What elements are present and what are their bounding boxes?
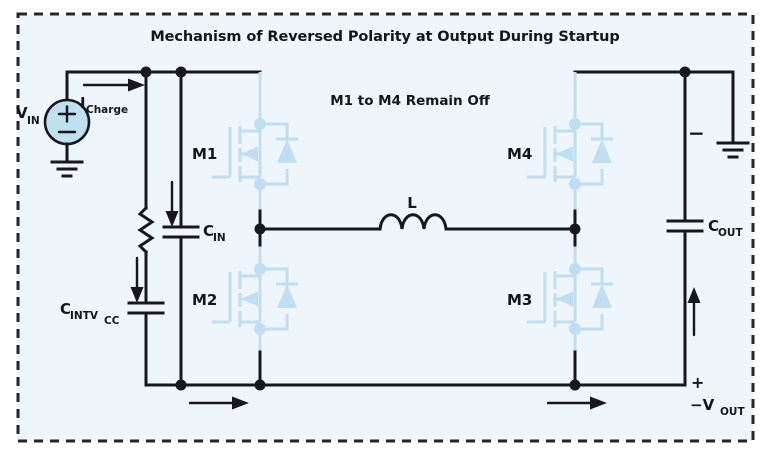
- mosfet-m3: [527, 245, 613, 352]
- label-vout: −V OUT: [690, 396, 745, 418]
- mosfet-m2-label: M2: [192, 291, 217, 309]
- junction-dot-switchnode-right: [569, 223, 581, 235]
- cintvcc-sublabel-2: CC: [104, 315, 120, 327]
- wire-output-to-ground: [683, 70, 735, 145]
- mosfet-m3-label: M3: [507, 291, 532, 309]
- figure-title: Mechanism of Reversed Polarity at Output…: [150, 29, 619, 45]
- figure-border: [16, 12, 755, 443]
- label-icharge: I Charge: [80, 94, 128, 116]
- voltage-source-vin: [43, 98, 91, 164]
- vin-sublabel: IN: [27, 115, 40, 127]
- label-cout: C OUT: [708, 217, 743, 239]
- vout-label: −V: [690, 396, 715, 414]
- label-cin: C IN: [203, 222, 226, 244]
- output-minus-sign: −: [688, 121, 705, 145]
- cin-sublabel: IN: [213, 232, 226, 244]
- junction-dot-bottom-cin: [175, 379, 187, 391]
- output-plus-sign: +: [691, 373, 704, 392]
- ground-output: [716, 141, 750, 159]
- mosfet-m4: [527, 72, 613, 211]
- label-vin: V IN: [16, 104, 40, 127]
- mosfet-m1-label: M1: [192, 145, 217, 163]
- label-cintvcc: C INTV CC: [60, 300, 120, 327]
- icharge-label: I: [80, 94, 86, 112]
- mosfet-m4-label: M4: [507, 145, 532, 163]
- vout-sublabel: OUT: [720, 406, 745, 418]
- inductor-l: [378, 213, 457, 231]
- cout-label: C: [708, 217, 719, 235]
- icharge-sublabel: Charge: [86, 104, 128, 116]
- mosfet-m2: [212, 245, 298, 352]
- vin-label: V: [16, 104, 28, 122]
- ground-input: [50, 160, 84, 178]
- mosfet-m1: [212, 72, 298, 211]
- arrow-output-up: [687, 287, 701, 337]
- cintvcc-label: C: [60, 300, 71, 318]
- arrow-bottom-right: [546, 396, 607, 410]
- arrow-cin-down: [165, 180, 179, 227]
- cout-sublabel: OUT: [718, 227, 743, 239]
- junction-dot-switchnode-left: [254, 223, 266, 235]
- cin-label: C: [203, 222, 214, 240]
- cintvcc-sublabel-1: INTV: [70, 310, 99, 322]
- arrow-bottom-left: [188, 396, 249, 410]
- arrow-cintvcc-down: [130, 256, 144, 303]
- figure-subtitle: M1 to M4 Remain Off: [330, 93, 491, 109]
- inductor-label: L: [407, 194, 417, 212]
- arrow-icharge-top: [82, 78, 145, 92]
- resistor-intvcc: [137, 205, 155, 255]
